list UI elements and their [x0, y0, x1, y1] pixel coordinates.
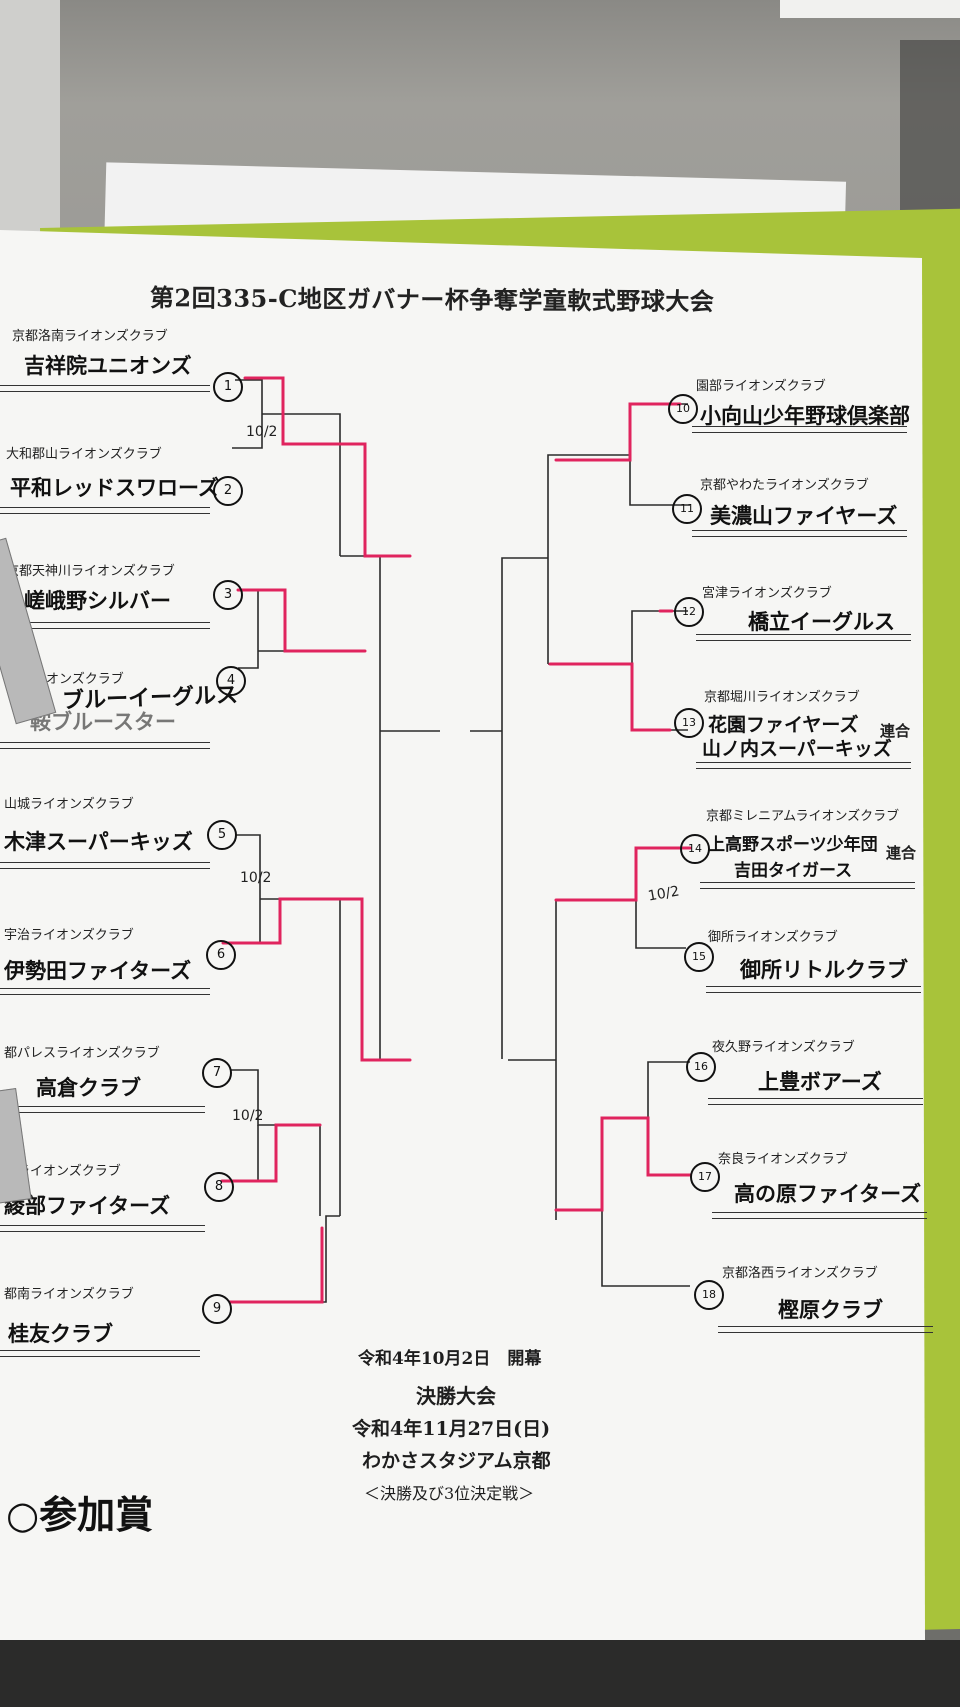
- combined-label: 連合: [880, 722, 911, 740]
- team-name: 平和レッドスワローズ: [10, 475, 219, 500]
- underline: [692, 426, 907, 433]
- club-name: 京都天神川ライオンズクラブ: [6, 564, 175, 579]
- seed-number: 10: [668, 394, 698, 424]
- seed-number: 7: [202, 1058, 232, 1088]
- club-name: 京都ミレニアムライオンズクラブ: [706, 809, 900, 824]
- seed-number: 4: [216, 666, 246, 696]
- seed-number: 16: [686, 1052, 716, 1082]
- team-name: 御所リトルクラブ: [740, 957, 908, 982]
- seed-number: 6: [206, 940, 236, 970]
- seed-number: 17: [690, 1162, 720, 1192]
- underline: [718, 1326, 933, 1333]
- club-name: 宮津ライオンズクラブ: [702, 586, 832, 601]
- team-name: 木津スーパーキッズ: [4, 829, 193, 854]
- seed-number: 15: [684, 942, 714, 972]
- club-name: 京都堀川ライオンズクラブ: [704, 690, 860, 705]
- seed-number: 18: [694, 1280, 724, 1310]
- club-name: 京都洛南ライオンズクラブ: [12, 329, 168, 344]
- club-name: 京都洛西ライオンズクラブ: [722, 1266, 878, 1281]
- team-name: 上高野スポーツ少年団: [708, 835, 878, 855]
- club-name: 山城ライオンズクラブ: [4, 797, 134, 812]
- underline: [0, 988, 210, 995]
- handwritten-team-name: ブルーイーグルス: [61, 682, 239, 715]
- team-name: 吉祥院ユニオンズ: [24, 353, 192, 378]
- team-name: 美濃山ファイヤーズ: [710, 503, 898, 528]
- underline: [0, 862, 210, 869]
- underline: [700, 882, 915, 889]
- team-name: 桂友クラブ: [8, 1321, 113, 1346]
- team-name: 綾部ファイターズ: [4, 1193, 171, 1218]
- team-name-2: 吉田タイガース: [734, 861, 853, 881]
- team-name: 橋立イーグルス: [748, 609, 895, 634]
- seed-number: 2: [213, 476, 243, 506]
- club-name: 部ライオンズクラブ: [4, 1164, 121, 1179]
- club-name: 園部ライオンズクラブ: [696, 379, 826, 394]
- underline: [0, 385, 210, 392]
- team-name: 樫原クラブ: [778, 1297, 883, 1322]
- underline: [0, 1350, 200, 1357]
- score-note: 10/2: [240, 870, 272, 886]
- final-label: 決勝大会: [416, 1384, 496, 1408]
- underline: [708, 1098, 923, 1105]
- bracket-sheet: [0, 230, 925, 1650]
- final-date: 令和4年11月27日(日): [352, 1418, 551, 1440]
- opening-date: 令和4年10月2日 開幕: [358, 1349, 542, 1369]
- underline: [0, 622, 210, 629]
- score-note: 10/2: [232, 1108, 264, 1124]
- underline: [696, 762, 911, 769]
- seed-number: 3: [213, 580, 243, 610]
- seed-number: 11: [672, 494, 702, 524]
- score-note: 10/2: [246, 424, 278, 440]
- box-edge: [0, 0, 60, 260]
- venue: わかさスタジアム京都: [362, 1450, 551, 1472]
- underline: [706, 986, 921, 993]
- club-name: 宇治ライオンズクラブ: [4, 928, 134, 943]
- club-name: 奈良ライオンズクラブ: [718, 1152, 848, 1167]
- underline: [0, 1225, 205, 1232]
- underline: [696, 634, 911, 641]
- club-name: 大和郡山ライオンズクラブ: [6, 447, 162, 462]
- seed-number: 5: [207, 820, 237, 850]
- club-name: 都パレスライオンズクラブ: [4, 1046, 160, 1061]
- desk-bottom: [0, 1640, 960, 1707]
- seed-number: 14: [680, 834, 710, 864]
- underline: [0, 507, 210, 514]
- seed-number: 8: [204, 1172, 234, 1202]
- handwritten-participation: ○参加賞: [6, 1493, 154, 1537]
- combined-label: 連合: [886, 844, 917, 862]
- team-name: 上豊ボアーズ: [758, 1069, 882, 1094]
- team-name-2: 山ノ内スーパーキッズ: [702, 738, 892, 760]
- seed-number: 12: [674, 597, 704, 627]
- club-name: 京都やわたライオンズクラブ: [700, 478, 869, 493]
- club-name: 夜久野ライオンズクラブ: [712, 1040, 855, 1055]
- team-name: 高倉クラブ: [36, 1075, 141, 1100]
- club-name: 都南ライオンズクラブ: [4, 1287, 134, 1302]
- underline: [0, 1106, 205, 1113]
- top-paper-strip: [780, 0, 960, 18]
- shadow: [900, 40, 960, 240]
- seed-number: 1: [213, 372, 243, 402]
- team-name: 高の原ファイターズ: [734, 1181, 922, 1206]
- team-name: 嵯峨野シルバー: [24, 588, 171, 613]
- final-note: ＜決勝及び3位決定戦＞: [364, 1484, 535, 1503]
- team-name: 伊勢田ファイターズ: [4, 958, 192, 983]
- seed-number: 9: [202, 1294, 232, 1324]
- team-name: 花園ファイヤーズ: [708, 714, 859, 736]
- underline: [0, 742, 210, 749]
- club-name: 御所ライオンズクラブ: [708, 930, 838, 945]
- underline: [712, 1212, 927, 1219]
- seed-number: 13: [674, 708, 704, 738]
- underline: [692, 530, 907, 537]
- team-name: 小向山少年野球倶楽部: [700, 403, 910, 428]
